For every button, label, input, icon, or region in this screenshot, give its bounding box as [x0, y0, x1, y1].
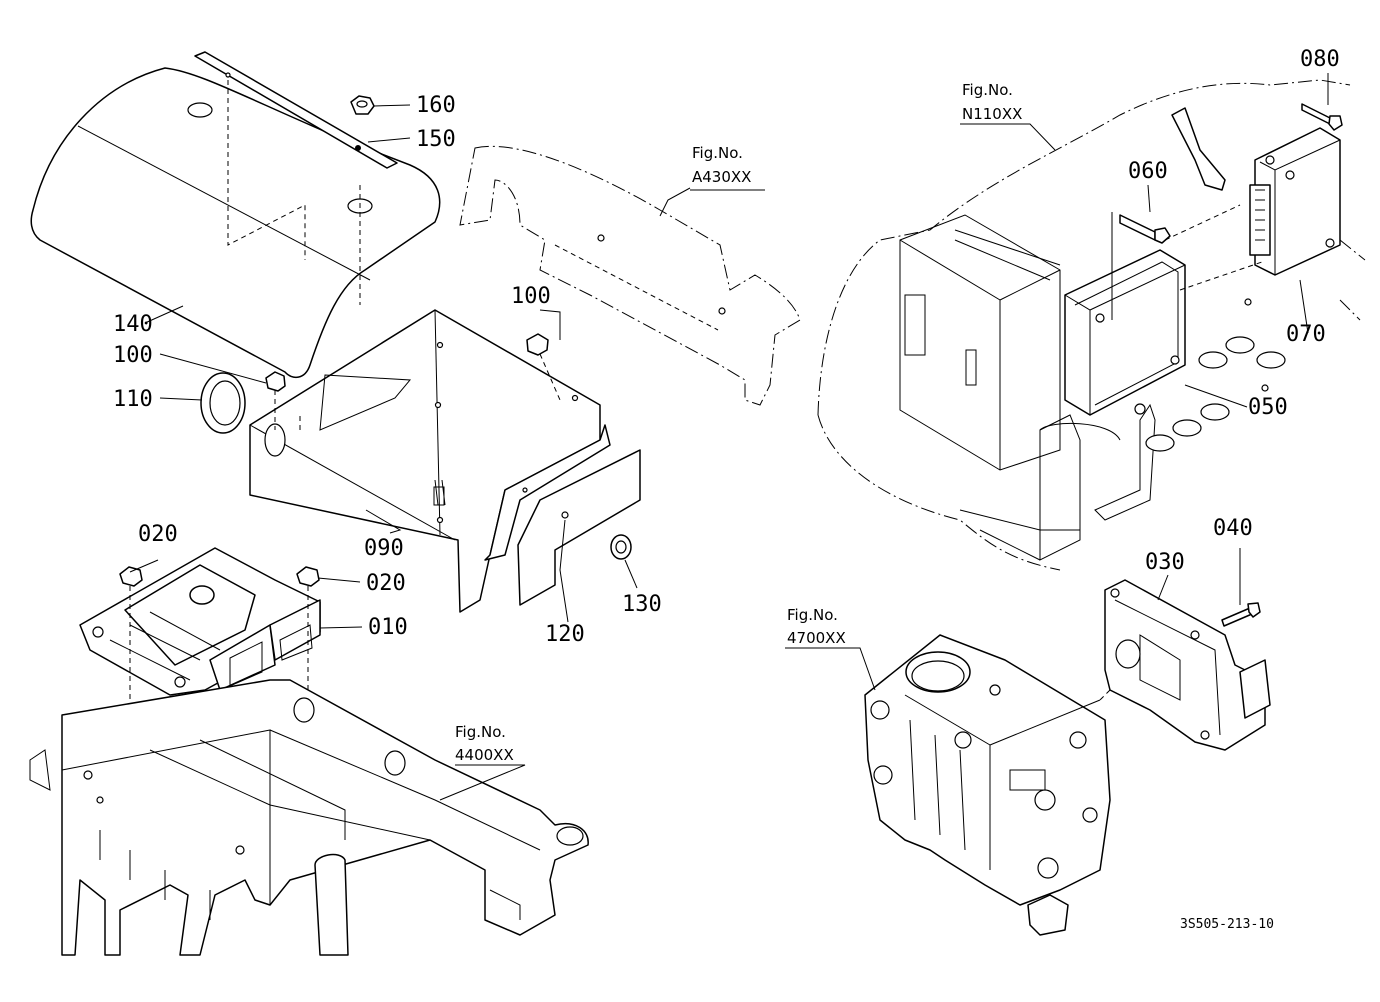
leader-lines: [129, 73, 1329, 801]
plate-120: [517, 449, 641, 606]
figref-4700-line1: Fig.No.: [787, 606, 838, 624]
label-080: 080: [1300, 47, 1340, 72]
ecu-box-050: [1064, 249, 1186, 416]
bolt-100-left: [265, 371, 286, 430]
hole-row: [1145, 298, 1286, 452]
figref-a430-line2: A430XX: [692, 168, 751, 186]
figref-4400-line1: Fig.No.: [455, 723, 506, 741]
housing-n110: [817, 79, 1366, 571]
bracket-070: [1171, 107, 1226, 191]
nut-160: [350, 95, 375, 115]
figref-4400-line2: 4400XX: [455, 746, 514, 764]
label-100-right: 100: [511, 284, 551, 309]
label-060: 060: [1128, 159, 1168, 184]
label-140: 140: [113, 312, 153, 337]
label-160: 160: [416, 93, 456, 118]
guard-a430: [459, 145, 801, 406]
label-070: 070: [1286, 322, 1326, 347]
drawing-code: 3S505-213-10: [1180, 917, 1274, 932]
grommet-110: [200, 372, 246, 434]
figref-a430-line1: Fig.No.: [692, 144, 743, 162]
ecu-010: [79, 547, 321, 696]
bolt-100-right: [526, 333, 561, 401]
ecu-030: [1104, 579, 1271, 751]
bolt-080: [1301, 103, 1343, 131]
case-4700: [864, 634, 1111, 936]
washer-130: [610, 534, 632, 560]
label-150: 150: [416, 127, 456, 152]
label-030: 030: [1145, 550, 1185, 575]
bolt-040: [1221, 602, 1261, 627]
figref-n110-line2: N110XX: [962, 105, 1022, 123]
label-120: 120: [545, 622, 585, 647]
frame-structure: [899, 214, 1156, 561]
label-010: 010: [368, 615, 408, 640]
label-090: 090: [364, 536, 404, 561]
strip-150: [194, 51, 398, 169]
label-040: 040: [1213, 516, 1253, 541]
label-050: 050: [1248, 395, 1288, 420]
label-020-left: 020: [138, 522, 178, 547]
bracket-090: [249, 309, 611, 613]
label-130: 130: [622, 592, 662, 617]
figref-n110-line1: Fig.No.: [962, 81, 1013, 99]
figref-4700-line2: 4700XX: [787, 629, 846, 647]
label-020-right: 020: [366, 571, 406, 596]
module-070: [1249, 127, 1341, 276]
label-110: 110: [113, 387, 153, 412]
frame-4400: [29, 679, 589, 956]
label-100-left: 100: [113, 343, 153, 368]
cover-140: [30, 67, 441, 379]
